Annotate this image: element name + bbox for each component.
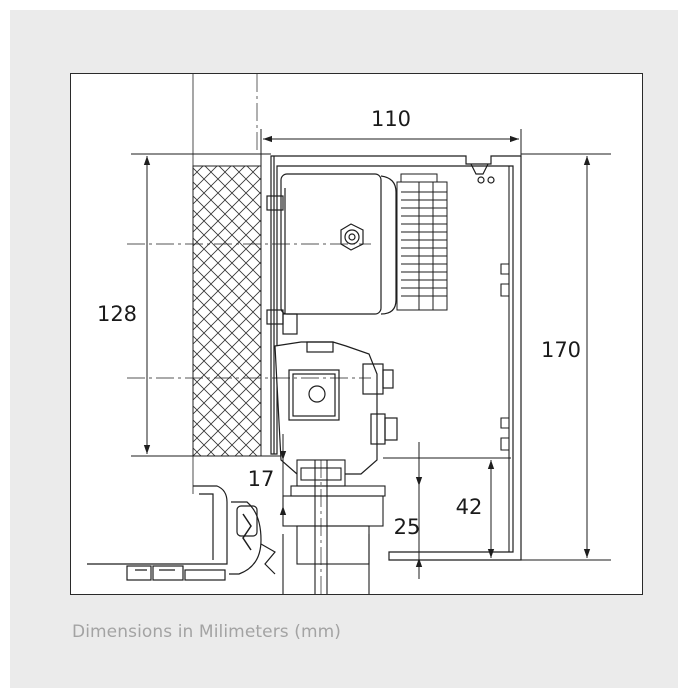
dimension-label-width: 110 (371, 107, 411, 131)
dimension-height-right (521, 153, 611, 561)
dimension-label-offset-right: 42 (456, 495, 483, 519)
dimension-label-offset-small: 17 (248, 467, 275, 491)
carriage-assembly (274, 341, 398, 475)
dimension-label-offset-bottom: 25 (394, 515, 421, 539)
diagram-panel: 110 128 170 42 (10, 10, 678, 688)
insulation-block (192, 165, 262, 457)
diagram-caption: Dimensions in Milimeters (mm) (72, 622, 342, 642)
technical-drawing: 110 128 170 42 (70, 73, 643, 595)
dimension-height-left (131, 153, 281, 457)
guide-shaft (282, 459, 386, 594)
motor-unit (266, 173, 397, 335)
side-rail (500, 166, 510, 552)
drive-pulley (396, 173, 448, 311)
center-lines (127, 74, 371, 594)
dimension-offset-right (383, 457, 511, 558)
dimension-label-height-left: 128 (97, 302, 137, 326)
dimension-label-height-right: 170 (541, 338, 581, 362)
dimension-width-top (260, 129, 522, 166)
drawing-canvas: 110 128 170 42 (87, 74, 611, 594)
door-seal-profile (87, 485, 276, 581)
center-nut (340, 223, 364, 251)
